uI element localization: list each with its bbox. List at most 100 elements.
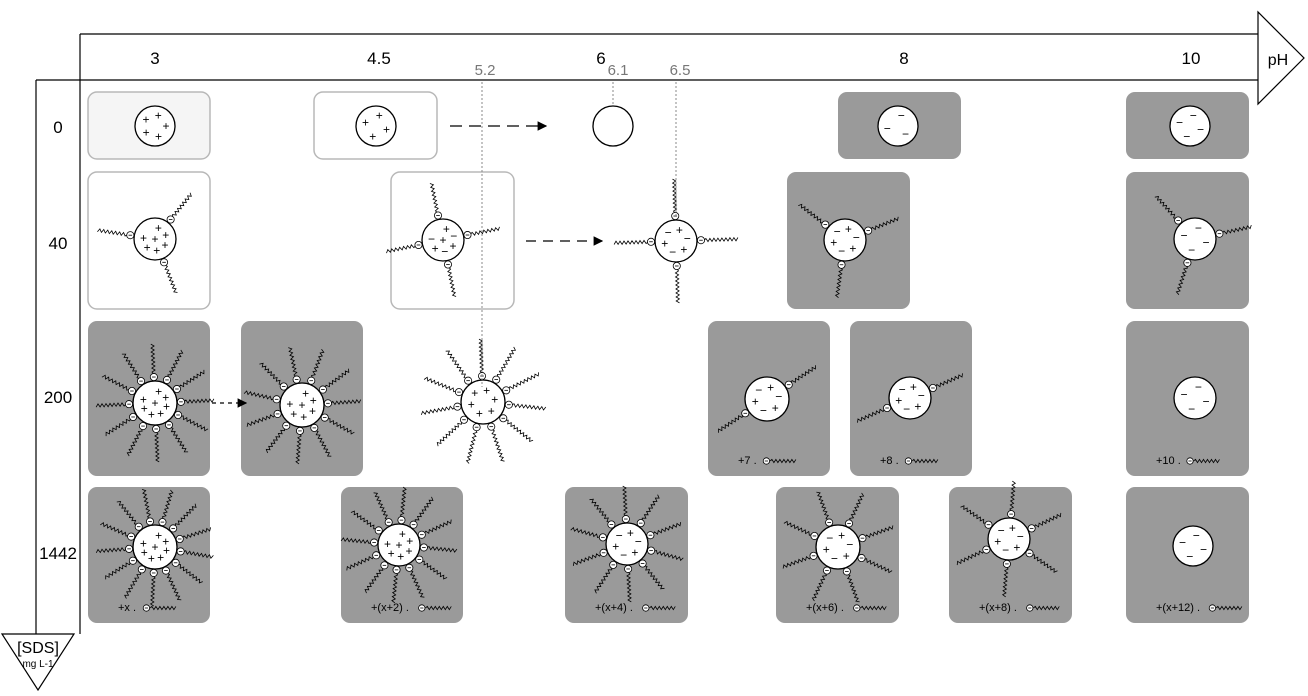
sds-molecules [95, 489, 214, 607]
surface-charges: +−+−+− [895, 380, 925, 416]
sds-tail [174, 503, 197, 527]
surface-charges: +−+−+−+ [428, 222, 457, 258]
sds-tail [399, 486, 407, 518]
sds-axis-label: [SDS] [17, 640, 59, 657]
sds-tail [782, 555, 812, 569]
charge-sign: + [895, 394, 902, 408]
sds-tail [172, 192, 192, 218]
charge-sign: + [843, 549, 850, 563]
charge-sign: + [838, 528, 845, 542]
charge-sign: + [627, 526, 634, 540]
particle [279, 382, 325, 428]
charge-sign: + [910, 380, 917, 394]
sds-tail [956, 550, 985, 566]
charge-sign: − [1183, 130, 1190, 144]
charge-sign: − [1190, 108, 1197, 122]
sds-glyph-tail [425, 605, 452, 611]
particle [744, 376, 790, 422]
sds-tail [179, 369, 205, 388]
sds-tail [445, 350, 467, 379]
charge-sign: − [1176, 116, 1183, 130]
sds-tail [703, 236, 739, 243]
charge-sign: + [302, 386, 309, 400]
charge-sign: − [1197, 122, 1204, 136]
charge-sign: + [155, 384, 162, 398]
panel-0-ph-10: −−−− [1126, 92, 1249, 159]
ph-axis-label: pH [1268, 52, 1288, 69]
sds-tail [671, 178, 678, 214]
sds-tail [95, 547, 127, 554]
charge-sign: − [1193, 528, 1200, 542]
sds-tail [790, 365, 816, 384]
surface-charges: ++++++ [468, 383, 499, 420]
charge-sign: + [298, 398, 305, 412]
charge-sign: + [144, 240, 151, 254]
sds-tail [327, 418, 355, 435]
charge-sign: + [143, 113, 150, 127]
sds-tail [870, 216, 899, 231]
charge-sign: + [161, 238, 168, 252]
sds-glyph-tail [769, 458, 797, 464]
panel-40-ph-4.5: +−+−+−+ [386, 171, 515, 310]
panel-200-ph-10: −−−−+10 . [1126, 321, 1249, 476]
particle [877, 105, 919, 147]
ph-tick: 8 [899, 49, 908, 68]
charge-sign: + [157, 551, 164, 565]
sds-tail [259, 362, 282, 385]
sds-tail [391, 572, 399, 604]
sds-tail [447, 267, 457, 297]
sds-tail [1009, 480, 1017, 512]
sds-tail [674, 268, 681, 304]
ph-tick-labels: 3 4.5 6 8 10 [150, 49, 1200, 68]
panels-layer: +++++++++−−−−−−−++++++++−+−+−++−+−+−+−+−… [87, 91, 1252, 623]
charge-sign: − [1180, 229, 1187, 243]
particle [888, 376, 932, 420]
sds-tail [183, 550, 214, 559]
charge-sign: + [148, 408, 155, 422]
charge-sign: − [755, 383, 762, 397]
sds-tail [180, 415, 209, 432]
sds-tail [386, 244, 416, 254]
sds-tail [1031, 554, 1058, 573]
particle [654, 219, 698, 263]
sds-tail [420, 405, 455, 416]
sds-tail [364, 567, 384, 594]
charge-sign: + [369, 130, 376, 144]
panel-0-ph-4.5: ++++ [313, 91, 438, 160]
ref-line-label: 6.5 [670, 62, 691, 79]
charge-sign: + [155, 108, 162, 122]
panel-40-ph-3: +++++++ [87, 171, 211, 310]
sds-molecules [613, 178, 739, 304]
panel-1442-ph-3: +++++++++x . [88, 487, 214, 623]
charge-sign: + [153, 243, 160, 257]
charge-sign: + [163, 400, 170, 414]
sds-tail [243, 390, 274, 401]
sds-tail [470, 226, 500, 236]
charge-sign: + [151, 232, 158, 246]
sds-molecules [97, 192, 192, 293]
sds-tail [798, 203, 823, 224]
charge-sign: + [488, 404, 495, 418]
sds-tick-labels: 0 40 200 1442 [39, 118, 77, 563]
charge-sign: + [680, 242, 687, 256]
charge-sign: + [823, 543, 830, 557]
charge-sign: + [405, 544, 412, 558]
panel-40-ph-8: +−+−+− [787, 172, 910, 309]
charge-sign: + [994, 535, 1001, 549]
stoichiometry-label: +(x+8) . [979, 602, 1017, 614]
sds-tail [465, 429, 478, 464]
particle [605, 522, 649, 566]
sds-tail [105, 562, 131, 580]
sds-tail [508, 372, 539, 390]
sds-molecules [956, 480, 1062, 598]
sds-tail [330, 399, 362, 406]
ph-tick: 4.5 [367, 49, 391, 68]
sds-tail [150, 343, 156, 375]
charge-sign: + [143, 126, 150, 140]
charge-sign: − [665, 226, 672, 240]
surface-charges: +++++++ [140, 221, 169, 257]
sds-tail [426, 545, 458, 553]
charge-sign: + [676, 223, 683, 237]
sds-axis-unit: mg L-1 [22, 659, 54, 670]
charge-sign: − [684, 231, 691, 245]
